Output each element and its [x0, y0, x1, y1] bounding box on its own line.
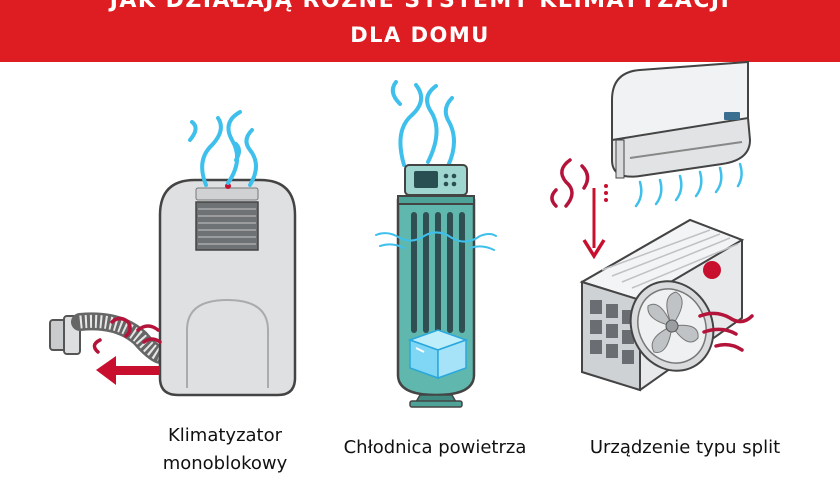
ice-cube-icon: [407, 329, 469, 380]
exhaust-hose: [49, 312, 169, 364]
hot-air-swirls: [92, 316, 162, 354]
split-indoor-unit: [604, 60, 752, 208]
label-split-system: Urządzenie typu split: [589, 437, 781, 458]
label-portable-ac: Klimatyzator monoblokowy: [130, 422, 320, 478]
label-portable-ac-line1: Klimatyzator: [167, 425, 283, 446]
exhaust-arrow: [96, 356, 160, 385]
portable-ac-body: [158, 178, 297, 397]
portable-ac: [49, 110, 297, 397]
air-cooler: [375, 80, 497, 408]
cooler-air-swirls: [390, 80, 456, 168]
title-line-1: JAK DZIAŁAJĄ RÓŻNE SYSTEMY KLIMATYZACJI: [109, 0, 731, 13]
indoor-cold-air: [634, 162, 743, 208]
title-line-2: DLA DOMU: [350, 23, 490, 47]
title-banner: JAK DZIAŁAJĄ RÓŻNE SYSTEMY KLIMATYZACJI …: [0, 0, 840, 62]
split-outdoor-unit: [579, 218, 754, 392]
cold-air-swirls: [188, 110, 258, 187]
split-system: [550, 60, 754, 392]
label-air-cooler: Chłodnica powietrza: [343, 437, 527, 458]
split-hot-air: [550, 158, 590, 208]
refrigerant-arrow: [582, 188, 606, 260]
label-portable-ac-line2: monoblokowy: [162, 453, 288, 474]
